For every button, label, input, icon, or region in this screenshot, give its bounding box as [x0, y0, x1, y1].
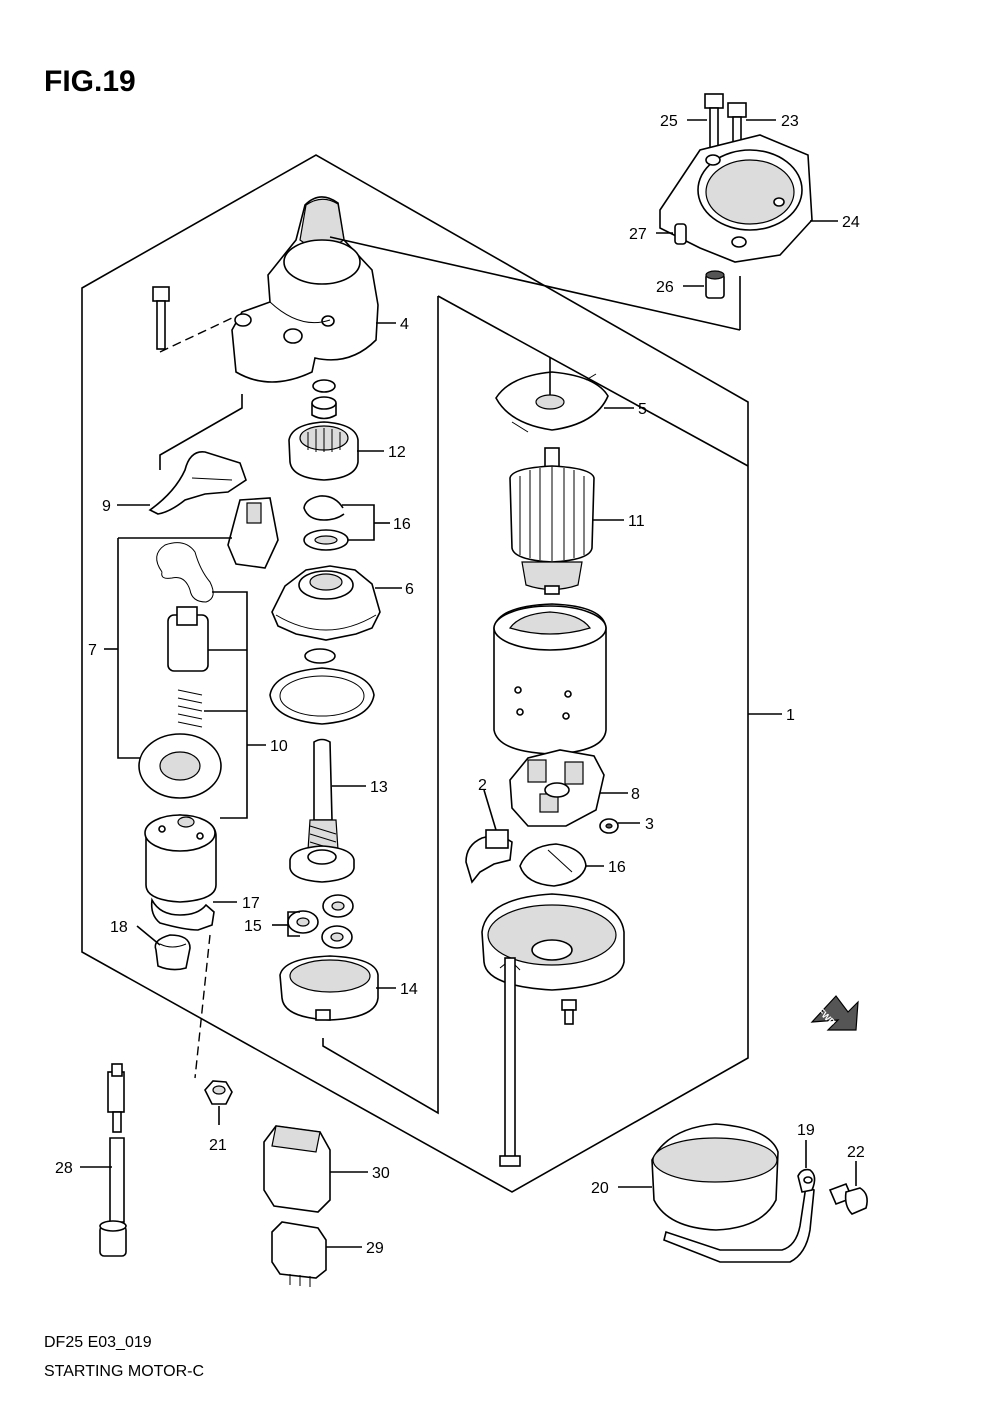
part-20-band: [651, 1123, 815, 1263]
part-23-25-bolts: [704, 93, 747, 158]
callout-8: 8: [631, 786, 640, 803]
diagram-code: DF25 E03_019: [44, 1334, 152, 1351]
leader-2: [483, 789, 497, 831]
part-8-brush-holder: [509, 749, 605, 827]
callout-19: 19: [797, 1122, 815, 1139]
callout-16a: 16: [393, 516, 411, 533]
part-7-solenoid-components: [138, 497, 279, 799]
callout-18: 18: [110, 919, 128, 936]
part-21-nut: [204, 1080, 233, 1105]
callout-9: 9: [102, 498, 111, 515]
part-2-terminal: [465, 829, 513, 884]
callout-26: 26: [656, 279, 674, 296]
part-screw-small: [561, 999, 577, 1025]
callout-5: 5: [638, 401, 647, 418]
callout-12: 12: [388, 444, 406, 461]
part-9-shift-lever: [148, 451, 247, 515]
callout-29: 29: [366, 1240, 384, 1257]
part-18-clip: [154, 934, 191, 971]
part-gasket-ring: [269, 648, 375, 725]
part-12-pinion-gear: [288, 379, 359, 481]
part-29-relay: [271, 1221, 327, 1287]
callout-11: 11: [628, 513, 645, 530]
callout-16b: 16: [608, 859, 626, 876]
bracket-10: [212, 591, 248, 819]
callout-7: 7: [88, 642, 97, 659]
left-guide-line: [159, 394, 243, 470]
figure-title: FIG.19: [44, 65, 136, 98]
callout-14: 14: [400, 981, 418, 998]
callout-6: 6: [405, 581, 414, 598]
part-long-bolt: [499, 957, 521, 1167]
callout-23: 23: [781, 113, 799, 130]
part-30-relay: [263, 1125, 331, 1213]
callout-3: 3: [645, 816, 654, 833]
part-16-clip-washer: [303, 495, 349, 551]
part-24-bracket: [659, 134, 813, 263]
part-end-frame: [481, 893, 625, 991]
callout-2: 2: [478, 777, 487, 794]
callout-1: 1: [786, 707, 795, 724]
part-4-housing: [231, 196, 379, 383]
callout-15: 15: [244, 918, 262, 935]
callout-25: 25: [660, 113, 678, 130]
callout-24: 24: [842, 214, 860, 231]
fwd-direction-badge: FWD: [810, 995, 859, 1031]
part-27-pin: [674, 223, 687, 245]
part-16-plate: [519, 843, 587, 887]
callout-27: 27: [629, 226, 647, 243]
callout-28: 28: [55, 1160, 73, 1177]
part-6-end-cover: [271, 565, 381, 641]
bolt-leader: [159, 317, 233, 353]
nut-guide-line: [194, 934, 211, 1079]
bracket-15: [287, 911, 300, 937]
part-yoke-housing: [493, 603, 607, 755]
callout-20: 20: [591, 1180, 609, 1197]
housing-bolt: [152, 286, 170, 350]
part-5-plate: [495, 371, 609, 433]
callout-22: 22: [847, 1144, 865, 1161]
callout-10: 10: [270, 738, 288, 755]
callout-4: 4: [400, 316, 409, 333]
inner-group-outline: [322, 296, 439, 1115]
part-19-terminal: [797, 1168, 816, 1193]
part-22-bolt: [828, 1182, 868, 1215]
leader-18: [136, 925, 161, 946]
diagram-name: STARTING MOTOR-C: [44, 1363, 204, 1380]
part-3-nut: [599, 818, 619, 834]
part-10-motor-body: [144, 814, 217, 931]
callout-21: 21: [209, 1137, 227, 1154]
part-15-planet-gears: [287, 894, 354, 949]
part-26-collar: [705, 270, 725, 299]
bracket-16: [342, 504, 375, 541]
inner-group-edge: [437, 295, 749, 467]
callout-30: 30: [372, 1165, 390, 1182]
callout-13: 13: [370, 779, 388, 796]
assembly-outline: [81, 154, 749, 1193]
part-28-harness: [99, 1063, 127, 1257]
bracket-mount-line: [329, 236, 741, 331]
part-11-armature: [509, 447, 595, 595]
part-14-ring-gear: [279, 955, 379, 1021]
bracket-7: [117, 538, 140, 759]
part-13-shaft: [289, 738, 355, 883]
callout-17: 17: [242, 895, 260, 912]
